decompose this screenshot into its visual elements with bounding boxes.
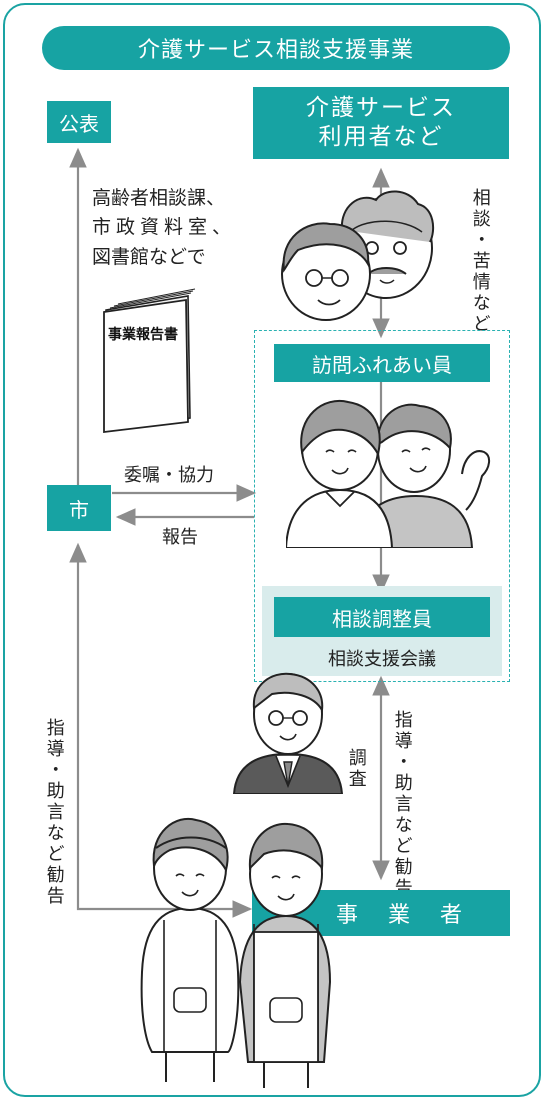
service-users-line2: 利用者など [318, 124, 444, 150]
report-booklet-icon [103, 288, 196, 434]
investigation-label: 調査 [345, 748, 367, 790]
support-group-boundary [254, 330, 510, 682]
public-label: 公表 [59, 111, 99, 136]
consultation-label: 相談・苦情など [469, 188, 491, 335]
visitors-illustration [286, 399, 490, 548]
visitors-box: 訪問ふれあい員 [274, 344, 490, 382]
publish-place-1: 高齢者相談課、 [92, 187, 226, 209]
publish-place-2: 市政資料室、 [92, 216, 237, 239]
visitors-label: 訪問ふれあい員 [312, 352, 452, 377]
report-booklet-title: 事業報告書 [108, 327, 178, 343]
publish-places: 高齢者相談課、 市政資料室、 図書館などで [92, 184, 236, 272]
coordinator-box: 相談調整員 [274, 597, 490, 637]
coordinator-person-illustration [232, 672, 344, 794]
operators-label: 事 業 者 [335, 903, 466, 928]
coordinator-label: 相談調整員 [332, 606, 432, 631]
publish-place-3: 図書館などで [92, 245, 206, 268]
diagram-title-text: 介護サービス相談支援事業 [137, 38, 414, 63]
guidance-right-label: 指導・助言など勧告 [391, 710, 413, 899]
guidance-left-label: 指導・助言など勧告 [43, 718, 65, 907]
service-users-line1: 介護サービス [306, 95, 456, 122]
report-label: 報告 [162, 527, 198, 548]
city-label: 市 [69, 497, 89, 522]
service-users-box: 介護サービス 利用者など [253, 87, 509, 159]
operator-staff-illustration [140, 817, 332, 1088]
public-box: 公表 [47, 101, 111, 143]
elderly-couple-illustration [281, 190, 435, 321]
commission-label: 委嘱・協力 [124, 465, 214, 486]
meeting-label: 相談支援会議 [328, 649, 436, 670]
diagram-title: 介護サービス相談支援事業 [42, 26, 510, 70]
city-box: 市 [47, 485, 111, 531]
